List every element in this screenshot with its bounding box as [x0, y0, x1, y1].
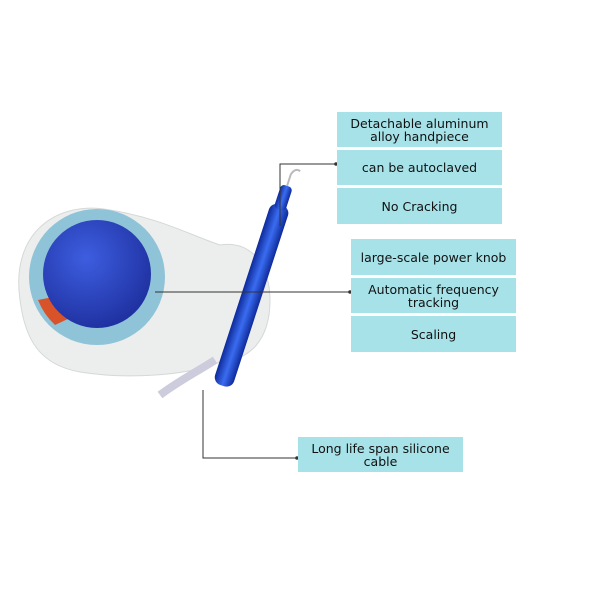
scaler-base	[18, 207, 271, 377]
callout-frequency-tracking: Automatic frequency tracking	[351, 278, 516, 313]
callout-scaling: Scaling	[351, 316, 516, 352]
callout-power-knob: large-scale power knob	[351, 239, 516, 275]
callout-silicone-cable: Long life span silicone cable	[298, 437, 463, 472]
callout-autoclaved: can be autoclaved	[337, 150, 502, 185]
cable	[157, 356, 218, 399]
warning-label	[38, 296, 70, 325]
callout-no-cracking: No Cracking	[337, 188, 502, 224]
callout-detachable-handpiece: Detachable aluminum alloy handpiece	[337, 112, 502, 147]
scaler-tip	[286, 168, 301, 187]
handpiece	[214, 168, 301, 387]
power-knob	[43, 220, 151, 328]
callout-lines	[155, 163, 350, 459]
